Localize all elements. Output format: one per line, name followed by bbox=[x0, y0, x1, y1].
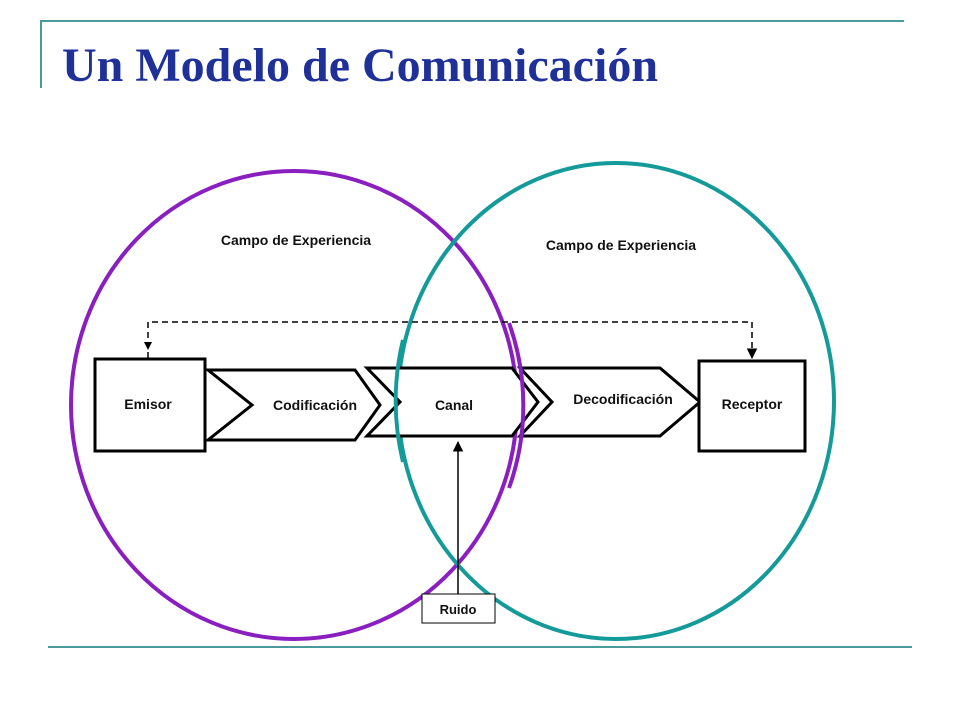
receptor-label: Receptor bbox=[722, 396, 783, 412]
canal-chevron bbox=[363, 366, 540, 438]
left-experience-field-label: Campo de Experiencia bbox=[221, 232, 371, 248]
codificacion-label: Codificación bbox=[273, 397, 357, 413]
decodificacion-chevron bbox=[516, 366, 703, 438]
left-circle-overlay-arc bbox=[507, 322, 526, 489]
ruido-label: Ruido bbox=[440, 602, 477, 617]
slide-title: Un Modelo de Comunicación bbox=[62, 39, 659, 92]
receptor-box bbox=[697, 359, 807, 453]
right-circle-overlay-arc bbox=[393, 339, 405, 463]
emisor-label: Emisor bbox=[124, 396, 172, 412]
ruido-box bbox=[421, 593, 496, 624]
canal-label: Canal bbox=[435, 397, 473, 413]
codificacion-chevron bbox=[203, 368, 382, 442]
bottom-rule bbox=[48, 646, 912, 648]
decodificacion-label: Decodificación bbox=[573, 391, 673, 407]
top-rule-horizontal bbox=[40, 20, 904, 22]
feedback-dashed-line bbox=[147, 321, 758, 360]
feedback-arrow-to-emisor bbox=[144, 342, 152, 350]
right-experience-field-label: Campo de Experiencia bbox=[546, 237, 696, 253]
emisor-box bbox=[93, 357, 207, 453]
top-rule-vertical bbox=[40, 20, 42, 88]
